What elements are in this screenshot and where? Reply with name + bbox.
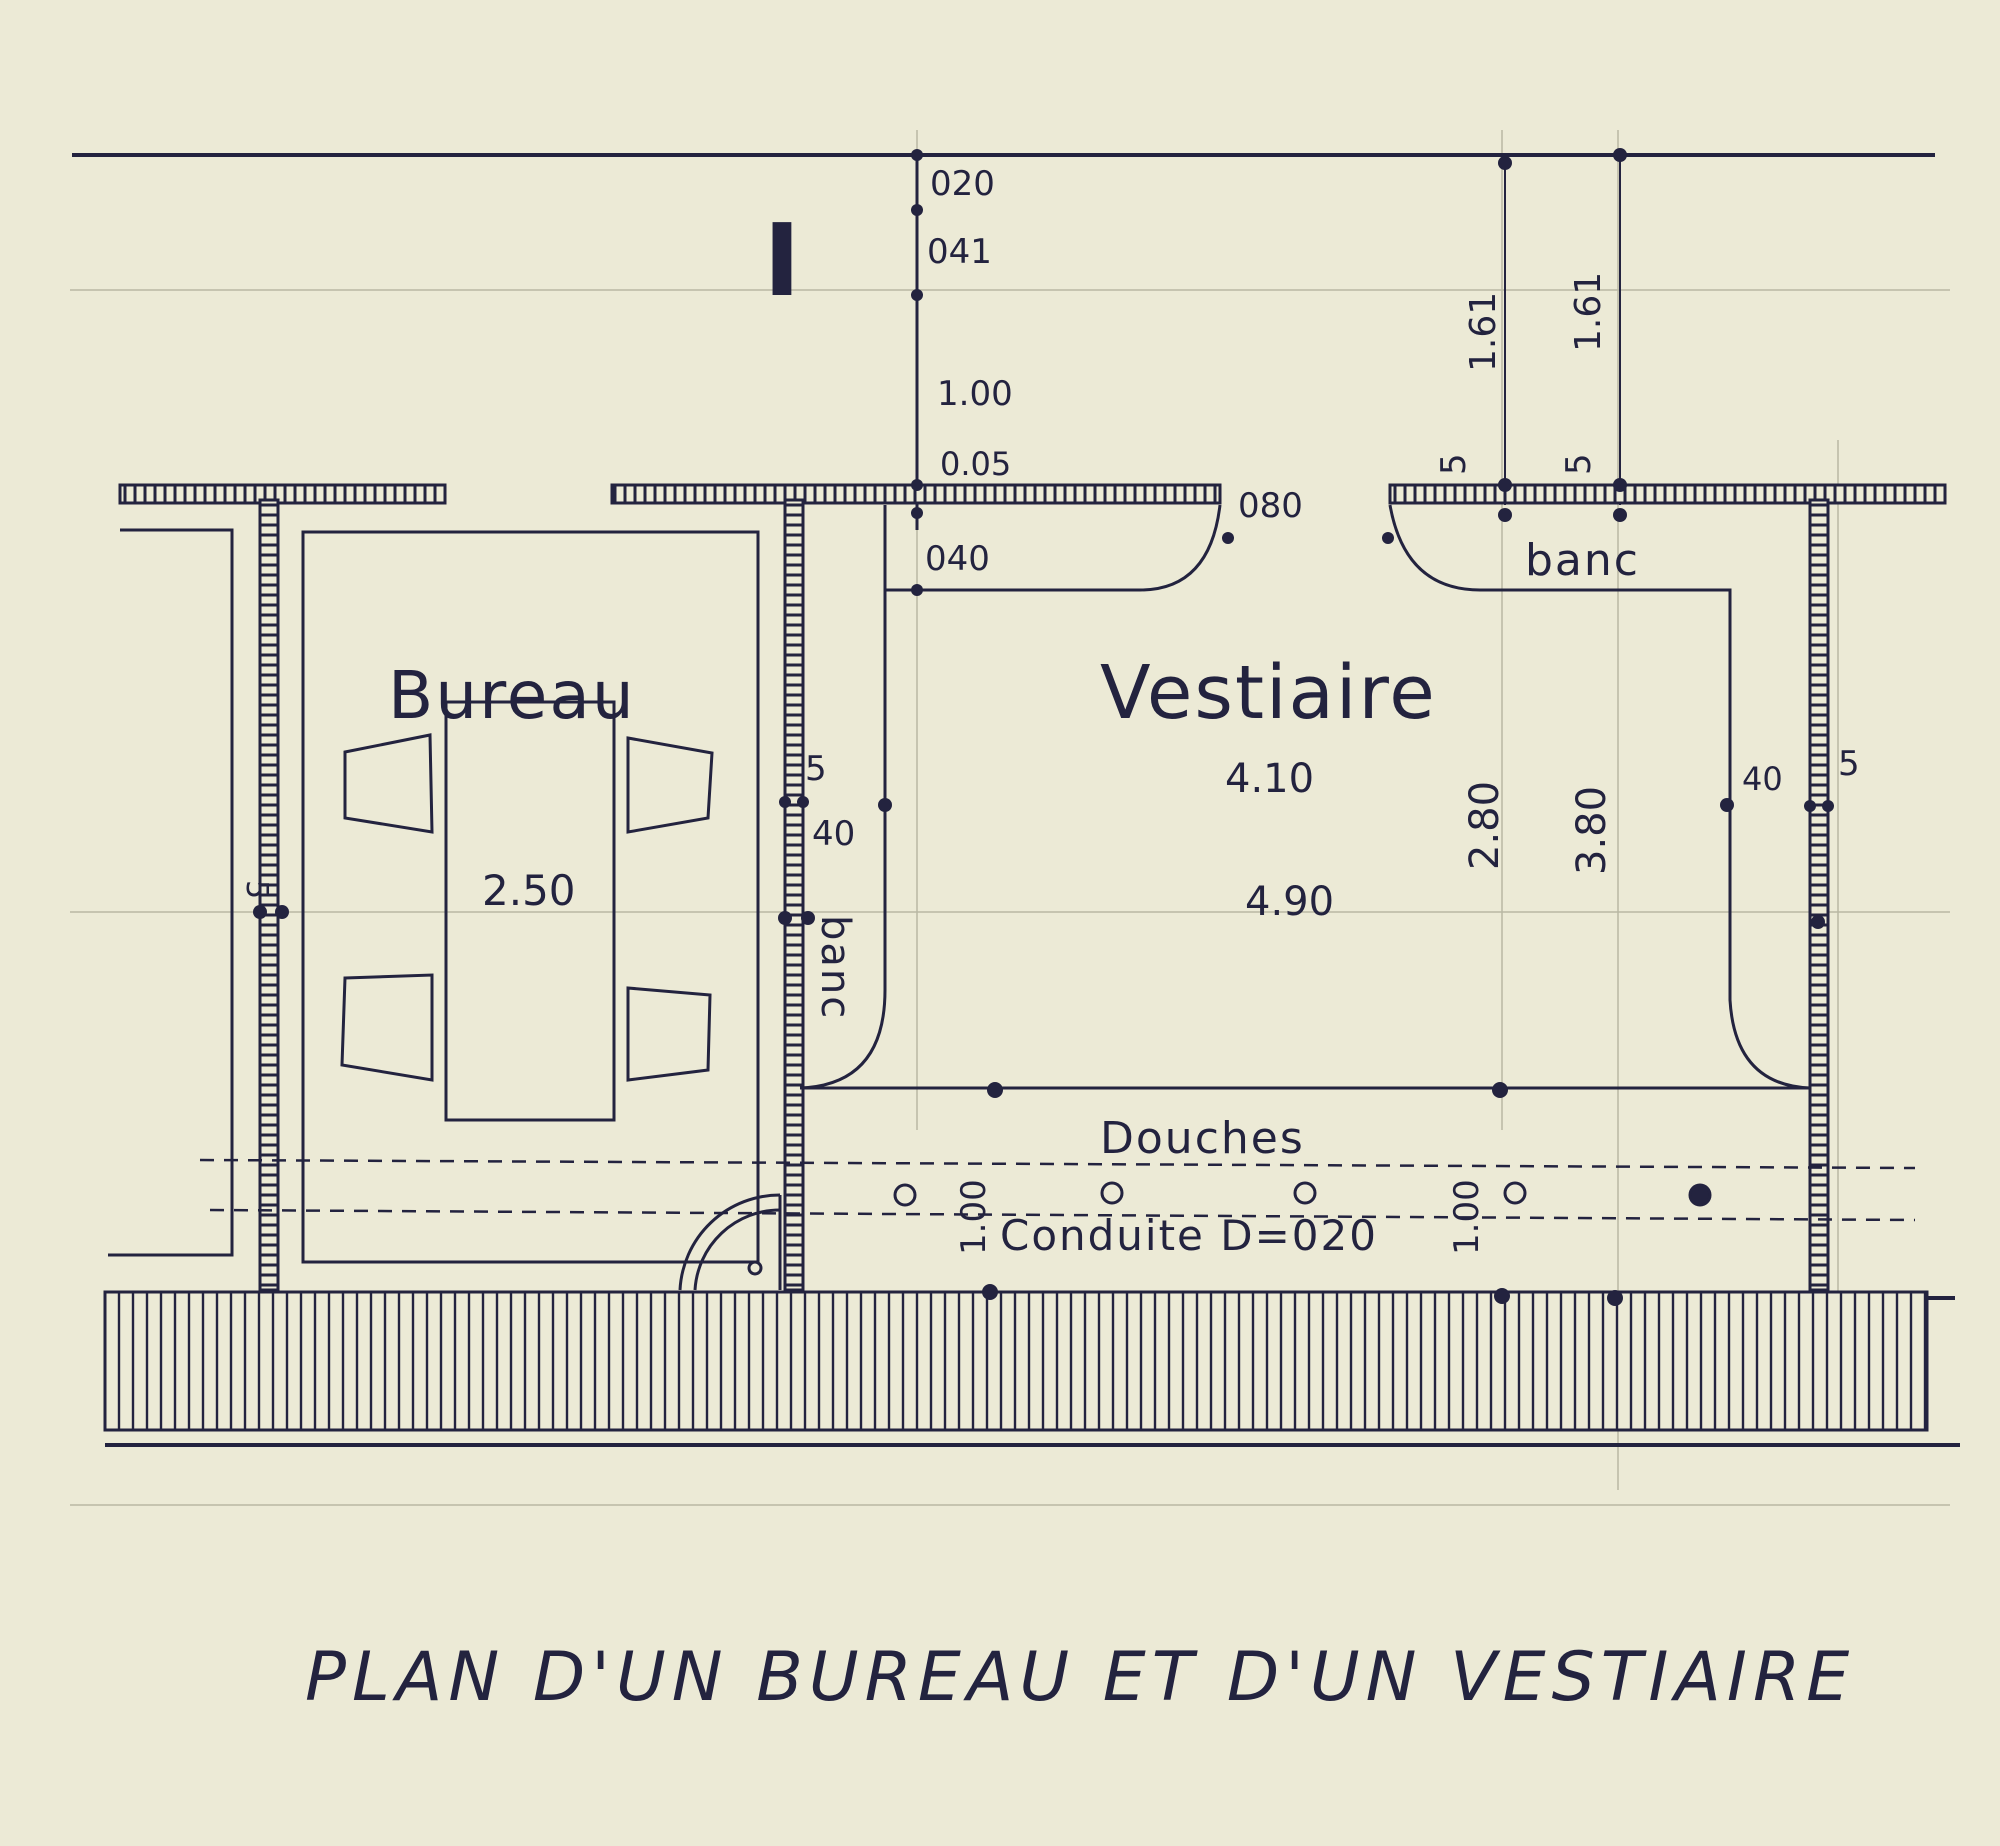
dim-280: 2.80 [1462, 781, 1508, 870]
dim-5-left: 5 [805, 749, 827, 789]
bureau-label: Bureau [388, 657, 636, 734]
dim-080: 080 [1238, 486, 1303, 526]
bureau-door [678, 1193, 782, 1291]
dim-040: 040 [925, 539, 990, 579]
dim-40-left: 40 [812, 814, 855, 854]
dim-410: 4.10 [1225, 756, 1314, 802]
dimension-dots [253, 148, 1834, 1306]
shower-heads [893, 1181, 1712, 1207]
page-title: PLAN D'UN BUREAU ET D'UN VESTIAIRE [305, 1638, 1855, 1717]
dim-5-b: 5 [1559, 453, 1599, 475]
dim-005: 0.05 [940, 445, 1011, 483]
dim-041: 041 [927, 232, 992, 272]
dim-100-top: 1.00 [937, 374, 1013, 414]
dim-490: 4.90 [1245, 879, 1334, 925]
partition-walls [258, 498, 1830, 1292]
section-mark: I [763, 202, 800, 319]
bureau-table [444, 700, 616, 1122]
dim-250: 2.50 [482, 866, 576, 915]
banc-top-label: banc [1525, 535, 1640, 586]
top-wall [118, 483, 1947, 505]
dim-020: 020 [930, 164, 995, 204]
dim-161-b: 1.61 [1568, 272, 1609, 352]
dim-161-a: 1.61 [1463, 292, 1504, 372]
vestiaire-label: Vestiaire [1100, 650, 1437, 736]
douches-label: Douches [1100, 1113, 1305, 1164]
room-labels: Bureau Vestiaire banc banc Douches Condu… [388, 535, 1640, 1260]
dim-100-bottom-b: 1.00 [1447, 1179, 1487, 1255]
dimension-labels: 020 041 1.00 0.05 040 080 1.61 1.61 5 5 … [239, 164, 1860, 1255]
dim-100-bottom-a: 1.00 [954, 1179, 994, 1255]
bureau-chairs [340, 733, 714, 1082]
conduite-lines [199, 1158, 1916, 1222]
conduite-label: Conduite D=020 [1000, 1211, 1378, 1260]
vestiaire-bench [799, 504, 1811, 1090]
dim-5-a: 5 [1434, 453, 1474, 475]
dim-380: 3.80 [1569, 786, 1615, 875]
bureau-outline [301, 530, 760, 1264]
svg-text:I: I [763, 202, 800, 319]
ground-hatch [103, 1290, 1929, 1432]
banc-left-label: banc [812, 915, 858, 1020]
dim-40-right: 40 [1742, 760, 1783, 798]
left-corridor [108, 528, 234, 1257]
dim-5-right: 5 [1838, 744, 1860, 784]
dim-left-edge: 5 [239, 880, 274, 899]
